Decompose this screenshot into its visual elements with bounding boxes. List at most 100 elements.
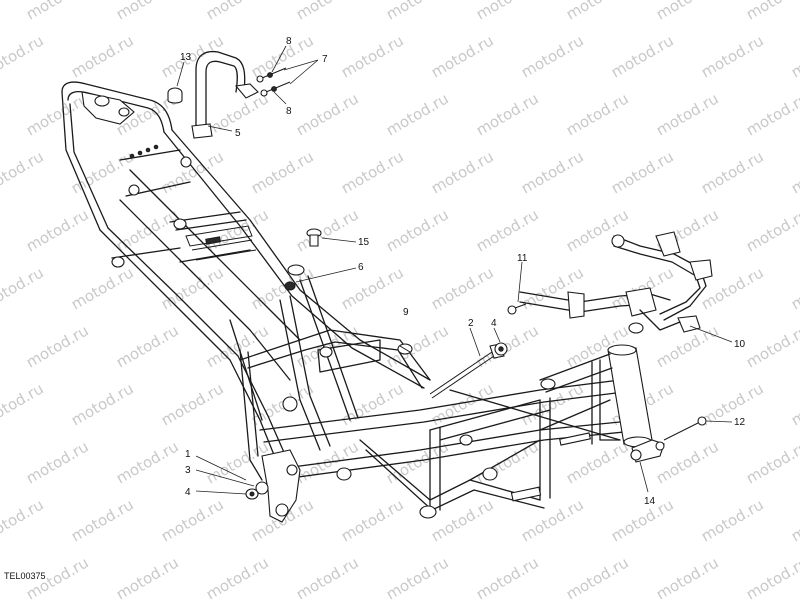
callout-12: 12 — [734, 417, 746, 428]
callout-1: 1 — [185, 449, 191, 460]
watermark-text: motod.ru — [0, 0, 2, 23]
watermark-text: motod.ru — [0, 321, 2, 371]
watermark-text: motod.ru — [248, 147, 317, 197]
callout-14: 13 — [180, 52, 192, 63]
grommet — [397, 343, 413, 355]
watermark-text: motod.ru — [158, 147, 227, 197]
watermark-text: motod.ru — [563, 553, 632, 600]
watermark-text: motod.ru — [383, 0, 452, 23]
watermark-text: motod.ru — [563, 0, 632, 23]
watermark-text: motod.ru — [23, 321, 92, 371]
watermark-text: motod.ru — [518, 147, 587, 197]
watermark-text: motod.ru — [653, 553, 722, 600]
watermark-text: motod.ru — [743, 437, 800, 487]
callout-7: 6 — [358, 262, 364, 273]
grab-handle — [191, 50, 259, 139]
callout-2: 2 — [468, 318, 474, 329]
watermark-text: motod.ru — [23, 437, 92, 487]
watermark-text: motod.ru — [0, 31, 47, 81]
watermark-text: motod.ru — [0, 379, 47, 429]
callout-4-right: 4 — [491, 318, 497, 329]
watermark-text: motod.ru — [68, 379, 137, 429]
watermark-text: motod.ru — [113, 0, 182, 23]
watermark-text: motod.ru — [743, 321, 800, 371]
watermark-text: motod.ru — [788, 263, 800, 313]
watermark-text: motod.ru — [608, 31, 677, 81]
watermark-text: motod.ru — [158, 495, 227, 545]
callout-8-bottom: 8 — [286, 106, 292, 117]
watermark-text: motod.ru — [698, 147, 767, 197]
watermark-text: motod.ru — [248, 31, 317, 81]
watermark-text: motod.ru — [788, 147, 800, 197]
watermark-text: motod.ru — [68, 147, 137, 197]
callout-15: 15 — [358, 237, 370, 248]
leader-lines — [176, 45, 733, 495]
watermark-text: motod.ru — [608, 147, 677, 197]
watermark-text: motod.ru — [158, 263, 227, 313]
watermark-text: motod.ru — [248, 379, 317, 429]
watermark-text: motod.ru — [23, 205, 92, 255]
watermark-text: motod.ru — [743, 0, 800, 23]
watermark-text: motod.ru — [473, 89, 542, 139]
watermark-text: motod.ru — [113, 437, 182, 487]
callout-3: 3 — [185, 465, 191, 476]
callout-5: 5 — [235, 128, 241, 139]
watermark-text: motod.ru — [0, 553, 2, 600]
watermark-text: motod.ru — [473, 553, 542, 600]
callout-4-left: 4 — [185, 487, 191, 498]
watermark-text: motod.ru — [518, 495, 587, 545]
spacer-and-nut-left — [245, 481, 269, 500]
main-frame — [61, 81, 665, 523]
watermark-text: motod.ru — [428, 495, 497, 545]
watermark-text: motod.ru — [203, 0, 272, 23]
watermark-text: motod.ru — [383, 205, 452, 255]
watermark-text: motod.ru — [338, 147, 407, 197]
watermark-text: motod.ru — [698, 31, 767, 81]
watermark-text: motod.ru — [23, 0, 92, 23]
watermark-text: motod.ru — [293, 205, 362, 255]
steering-bolt — [663, 416, 707, 441]
watermark-text: motod.ru — [338, 495, 407, 545]
watermark-text: motod.ru — [428, 263, 497, 313]
watermark-text: motod.ru — [563, 437, 632, 487]
watermark-text: motod.ru — [563, 89, 632, 139]
callout-labels: 13 8 7 8 5 15 6 11 9 2 4 10 12 14 1 3 4 — [180, 36, 746, 507]
watermark-text: motod.ru — [788, 379, 800, 429]
watermark-text: motod.ru — [743, 553, 800, 600]
watermark-text: motod.ru — [428, 147, 497, 197]
callout-11: 11 — [517, 253, 528, 264]
watermark-text: motod.ru — [338, 263, 407, 313]
watermark-text: motod.ru — [383, 437, 452, 487]
watermark-text: motod.ru — [0, 437, 2, 487]
watermark-text: motod.ru — [338, 379, 407, 429]
watermark-text: motod.ru — [788, 31, 800, 81]
watermark-text: motod.ru — [248, 263, 317, 313]
callout-9: 9 — [403, 307, 409, 318]
watermark-text: motod.ru — [428, 31, 497, 81]
watermark-text: motod.ru — [23, 89, 92, 139]
callout-8-top: 8 — [286, 36, 292, 47]
handle-bolts — [256, 67, 291, 97]
watermark-text: motod.ru — [0, 263, 47, 313]
bracket-screw — [507, 303, 527, 315]
watermark-text: motod.ru — [653, 0, 722, 23]
rubber-pad — [167, 87, 183, 104]
watermark-text: motod.ru — [383, 89, 452, 139]
watermark-text: motod.ru — [518, 31, 587, 81]
watermark-text: motod.ru — [68, 495, 137, 545]
watermark-text: motod.ru — [293, 89, 362, 139]
watermark-text: motod.ru — [743, 205, 800, 255]
watermark-text: motod.ru — [383, 553, 452, 600]
watermark-text: motod.ru — [203, 553, 272, 600]
watermark-text: motod.ru — [293, 0, 362, 23]
watermark-text: motod.ru — [743, 89, 800, 139]
watermark-text: motod.ru — [0, 89, 2, 139]
watermark-text: motod.ru — [113, 205, 182, 255]
watermark-text: motod.ru — [0, 495, 47, 545]
watermark-text: motod.ru — [158, 379, 227, 429]
callout-10: 10 — [734, 339, 746, 350]
watermark-text: motod.ru — [698, 495, 767, 545]
watermark-text: motod.ru — [293, 553, 362, 600]
